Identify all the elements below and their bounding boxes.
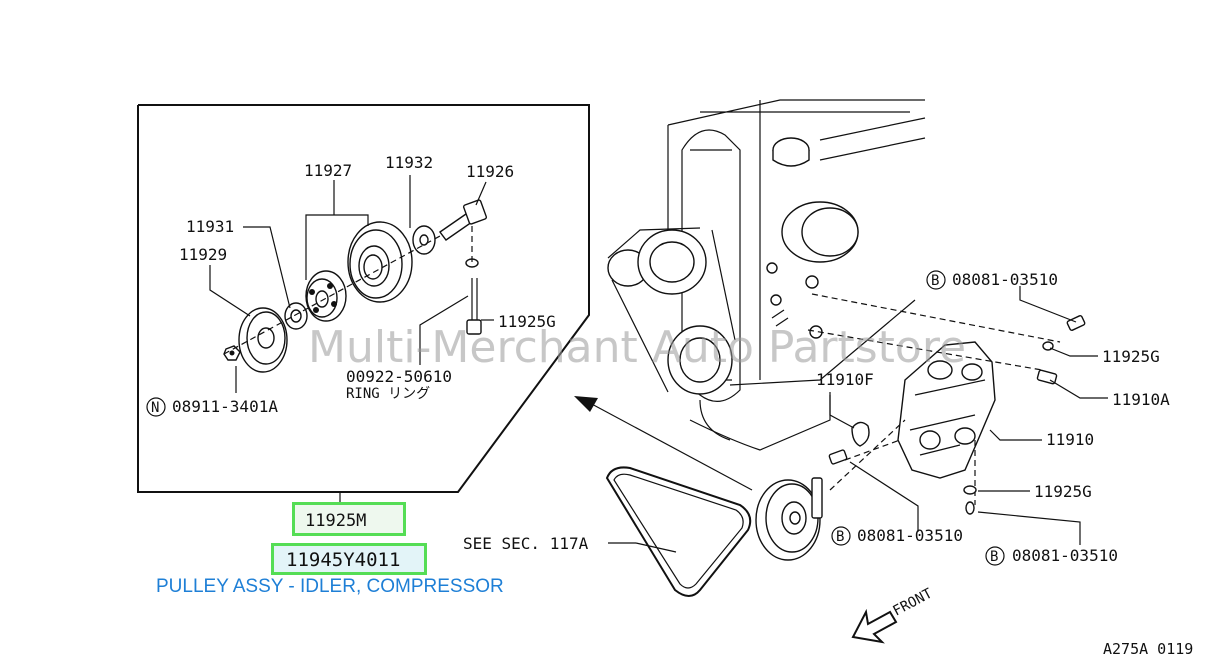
callout-11927: 11927 <box>304 161 352 180</box>
assembly-arrow <box>574 396 753 491</box>
part-description: PULLEY ASSY - IDLER, COMPRESSOR <box>156 576 504 597</box>
b-symbol-icon-bottom <box>985 546 1005 566</box>
callout-11932: 11932 <box>385 153 433 172</box>
callout-11926: 11926 <box>466 162 514 181</box>
b-prefix-mid: B <box>836 529 844 545</box>
part-number-highlight-11925M[interactable]: 11925M <box>292 502 406 536</box>
callout-08911-3401A: 08911-3401A <box>172 397 278 416</box>
front-label: FRONT <box>890 585 935 619</box>
dashed-guide-4 <box>829 419 906 491</box>
inset-exploded-view: 11927 11932 11926 11931 11929 11925G 009… <box>137 104 590 493</box>
see-section-117A: SEE SEC. 117A <box>463 534 589 553</box>
stud-11925G-inset[interactable] <box>465 258 482 335</box>
callout-11910F: 11910F <box>816 370 874 389</box>
callout-00922-50610: 00922-50610 <box>346 367 452 386</box>
bearing-11931[interactable] <box>305 270 347 322</box>
dashed-guide-1 <box>811 293 1061 343</box>
callout-11925G-bottom: 11925G <box>1034 482 1092 501</box>
callout-08081-03510-bottom: 08081-03510 <box>1012 546 1118 565</box>
callout-11929: 11929 <box>179 245 227 264</box>
callout-08081-03510-mid: 08081-03510 <box>857 526 963 545</box>
watermark-text: Multi-Merchant Auto Partstore <box>308 322 966 373</box>
callout-11910: 11910 <box>1046 430 1094 449</box>
leader-lines-right <box>608 286 1108 553</box>
hardware-right <box>828 315 1086 515</box>
dashed-guide-5 <box>844 439 901 461</box>
pulley-11927[interactable] <box>347 221 413 303</box>
n-symbol-icon <box>146 397 166 417</box>
drive-belt[interactable] <box>605 466 752 597</box>
b-symbol-icon-mid <box>831 526 851 546</box>
callout-ring: RING リング <box>346 386 430 402</box>
b-prefix-bottom: B <box>990 549 998 565</box>
engine-block-drawing <box>607 99 926 451</box>
callout-11931: 11931 <box>186 217 234 236</box>
bracket-11910[interactable] <box>897 341 996 479</box>
inset-frame <box>137 104 590 493</box>
callout-11925G-top: 11925G <box>1102 347 1160 366</box>
n-prefix: N <box>151 400 159 416</box>
callout-08081-03510-top: 08081-03510 <box>952 270 1058 289</box>
b-prefix-top: B <box>931 273 939 289</box>
bolt-11926[interactable] <box>439 199 488 241</box>
diagram-code: A275A 0119 <box>1103 640 1194 658</box>
callout-11925G-inset: 11925G <box>498 312 556 331</box>
part-number-highlight-11945Y4011[interactable]: 11945Y4011 <box>271 543 427 575</box>
idler-pulley-assembly[interactable] <box>755 477 823 561</box>
washer-11932[interactable] <box>412 225 436 255</box>
front-direction-indicator: FRONT <box>851 585 936 644</box>
spacer-ring[interactable] <box>284 302 308 330</box>
b-symbol-icon <box>926 270 946 290</box>
cover-11929[interactable] <box>238 307 288 373</box>
callout-11910A: 11910A <box>1112 390 1170 409</box>
